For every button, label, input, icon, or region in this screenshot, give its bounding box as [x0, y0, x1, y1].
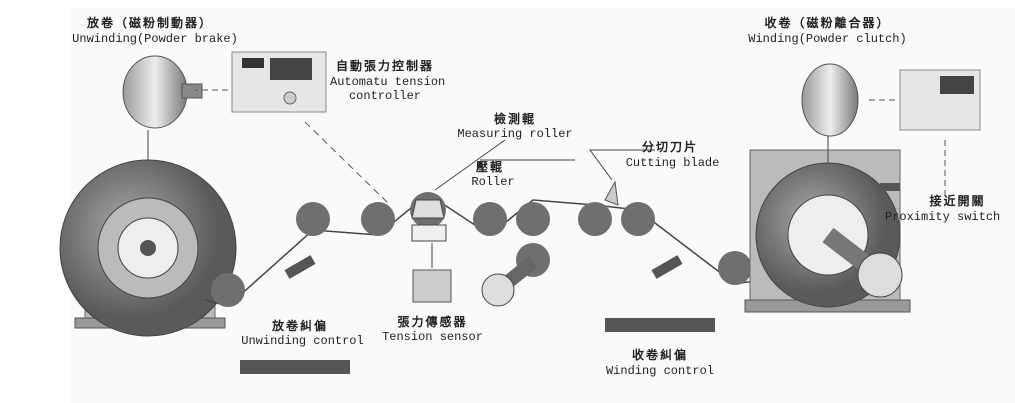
- unwinding-control-subtitle: Unwinding control: [241, 334, 364, 348]
- winding-subtitle: Winding(Powder clutch): [748, 32, 907, 46]
- signal-line-sensor: [304, 121, 391, 206]
- roller-subtitle: Roller: [471, 175, 515, 189]
- wind-drum: [744, 149, 911, 313]
- roller-10: [718, 251, 752, 285]
- roller-1: [211, 273, 245, 307]
- tension-sensor-device: [412, 243, 452, 303]
- winding-control-subtitle: Winding control: [605, 364, 715, 378]
- powder-clutch-device: [801, 63, 859, 137]
- roller-8: [578, 202, 612, 236]
- proximity-subtitle: Proximity switch: [885, 210, 1001, 224]
- roller-2: [296, 202, 330, 236]
- controller-subtitle-2: controller: [348, 89, 421, 103]
- roller-5: [473, 202, 507, 236]
- powder-brake-device: [122, 55, 203, 129]
- unwind-edge-guide: [240, 255, 350, 374]
- roller-title: 壓輥: [475, 160, 504, 174]
- cutting-blade: [604, 180, 619, 206]
- controller-device-left: [231, 51, 327, 113]
- tension-sensor-subtitle: Tension sensor: [382, 330, 483, 344]
- roller-3: [361, 202, 395, 236]
- winding-title: 收卷（磁粉離合器）: [764, 16, 891, 30]
- winding-control-title: 收卷糾偏: [631, 348, 688, 362]
- measuring-roller-title: 檢測輥: [493, 112, 536, 126]
- pressure-roller: [516, 202, 550, 236]
- cutting-blade-subtitle: Cutting blade: [625, 156, 720, 170]
- controller-device-right: [899, 69, 981, 131]
- measuring-roller-subtitle: Measuring roller: [457, 127, 573, 141]
- tension-sensor-title: 張力傳感器: [397, 315, 468, 329]
- leader-lines: [434, 139, 655, 191]
- controller-title: 自動張力控制器: [335, 59, 434, 73]
- cutting-blade-title: 分切刀片: [641, 140, 698, 154]
- proximity-switch: [880, 183, 900, 191]
- controller-subtitle-1: Automatu tension: [330, 75, 446, 89]
- unwinding-title: 放卷（磁粉制動器）: [86, 16, 213, 30]
- rollers: [211, 192, 752, 307]
- unwinding-subtitle: Unwinding(Powder brake): [72, 32, 238, 46]
- wind-edge-guide: [605, 255, 715, 332]
- unwind-drum: [59, 159, 237, 337]
- proximity-title: 接近開關: [929, 194, 986, 208]
- unwinding-control-title: 放卷糾偏: [271, 319, 328, 333]
- roller-9: [621, 202, 655, 236]
